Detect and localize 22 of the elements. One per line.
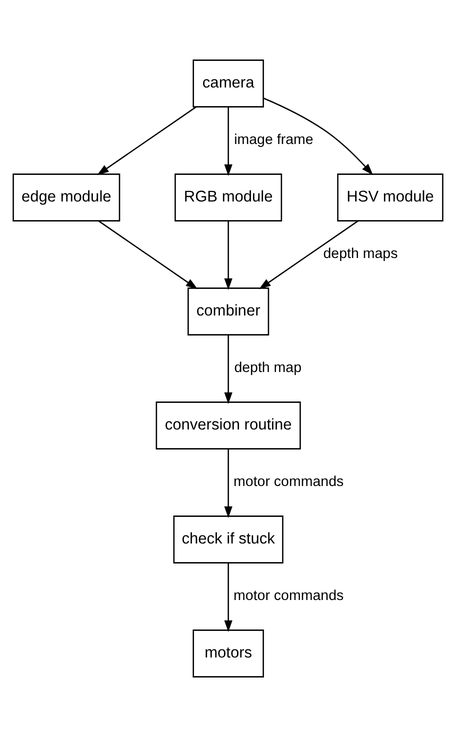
node-box: HSV module	[337, 173, 444, 221]
node-box: combiner	[188, 287, 270, 335]
arrow	[98, 220, 198, 289]
node-box: camera	[192, 59, 264, 107]
arrow	[263, 97, 374, 175]
node-box: motors	[192, 629, 264, 677]
edge-label: motor commands	[234, 588, 344, 604]
edge-label: depth maps	[323, 246, 398, 262]
node-box: conversion routine	[156, 401, 301, 449]
edge-label: motor commands	[234, 474, 344, 490]
node-box: edge module	[12, 173, 120, 221]
edge-label: image frame	[234, 132, 314, 148]
arrow	[224, 562, 232, 632]
node-box: check if stuck	[173, 515, 284, 563]
arrow	[224, 220, 232, 290]
arrow	[224, 106, 232, 176]
arrow	[97, 106, 196, 175]
node-box: RGB module	[174, 173, 282, 221]
edge-label: depth map	[234, 360, 302, 376]
arrow	[224, 448, 232, 518]
arrow	[259, 220, 358, 289]
arrow	[224, 334, 232, 404]
